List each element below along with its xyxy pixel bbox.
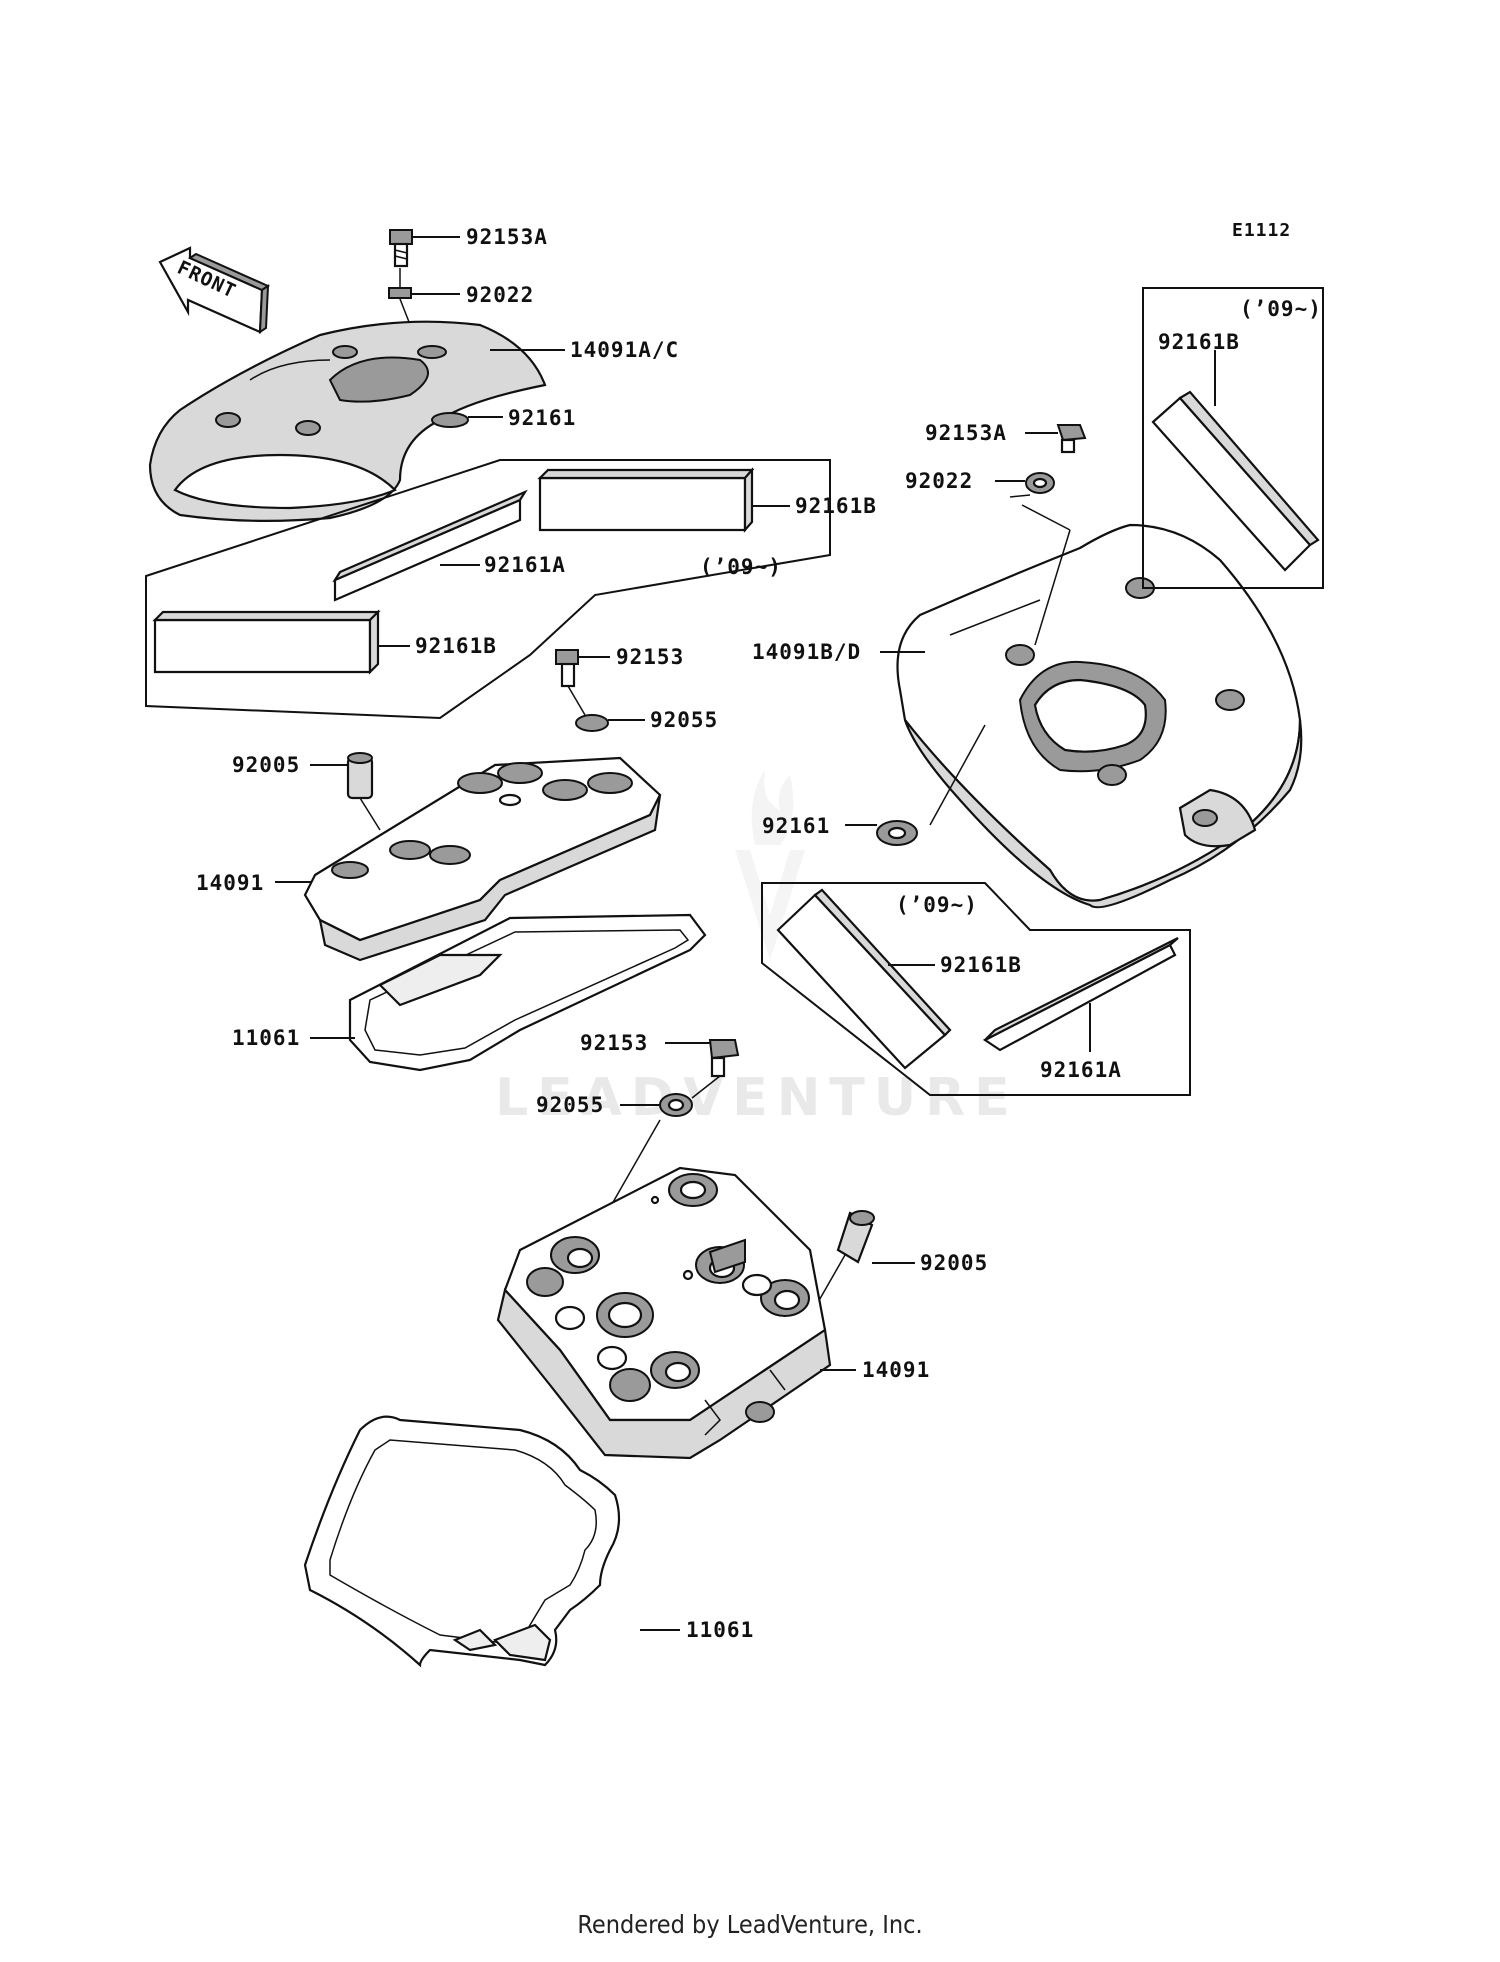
callout-lower-box-strip-b: 92161B (940, 953, 1022, 977)
callout-mid-bolt: 92153 (616, 645, 684, 669)
callout-left-gasket: 11061 (232, 1026, 300, 1050)
callout-top-cover: 14091A/C (570, 338, 679, 362)
front-arrow-icon: FRONT (158, 246, 271, 334)
callout-lower-box-strip-a: 92161A (1040, 1058, 1122, 1082)
callout-right-washer: 92022 (905, 469, 973, 493)
callout-right-box-year-note: (’09~) (1240, 297, 1322, 321)
callout-right-box-strip: 92161B (1158, 330, 1240, 354)
callout-top-washer: 92022 (466, 283, 534, 307)
callout-lower-box-year-note: (’09~) (896, 893, 978, 917)
callout-top-strip-b-left: 92161B (415, 634, 497, 658)
callout-bottom-gasket: 11061 (686, 1618, 754, 1642)
top-bolt (389, 229, 460, 268)
right-washer (995, 472, 1055, 498)
bottom-gasket (303, 1415, 680, 1668)
watermark-logo (735, 770, 805, 960)
diagram-code: E1112 (1232, 220, 1291, 241)
left-dowel (310, 752, 381, 831)
callout-right-cover: 14091B/D (752, 640, 861, 664)
callout-bottom-head-cover: 14091 (862, 1358, 930, 1382)
top-grommet (431, 412, 503, 428)
right-grommet (845, 820, 918, 846)
right-bolt (1025, 424, 1087, 454)
left-head-cover (275, 756, 662, 962)
bottom-head-cover (496, 1166, 856, 1460)
top-cover-shape (148, 320, 565, 522)
callout-mid-washer: 92055 (650, 708, 718, 732)
right-cover-shape (880, 504, 1303, 909)
callout-right-bolt: 92153A (925, 421, 1007, 445)
right-strip-box (1142, 287, 1324, 589)
mid-washer (575, 714, 645, 732)
top-strips-box (145, 459, 831, 720)
callout-bottom-washer: 92055 (536, 1093, 604, 1117)
callout-top-strip-b-right: 92161B (795, 494, 877, 518)
callout-top-strip-a: 92161A (484, 553, 566, 577)
callout-top-year-note: (’09~) (700, 555, 782, 579)
left-gasket (310, 913, 707, 1072)
mid-bolt (555, 649, 610, 716)
footer-credit: Rendered by LeadVenture, Inc. (577, 1910, 923, 1939)
callout-top-grommet: 92161 (508, 406, 576, 430)
watermark-text: LEADVENTURE (495, 1068, 1019, 1128)
callout-bottom-dowel: 92005 (920, 1251, 988, 1275)
bottom-bolt (665, 1039, 740, 1078)
callout-left-head-cover: 14091 (196, 871, 264, 895)
callout-top-bolt: 92153A (466, 225, 548, 249)
callout-left-dowel: 92005 (232, 753, 300, 777)
callout-right-grommet: 92161 (762, 814, 830, 838)
callout-bottom-bolt: 92153 (580, 1031, 648, 1055)
lower-strip-box (761, 882, 1191, 1096)
